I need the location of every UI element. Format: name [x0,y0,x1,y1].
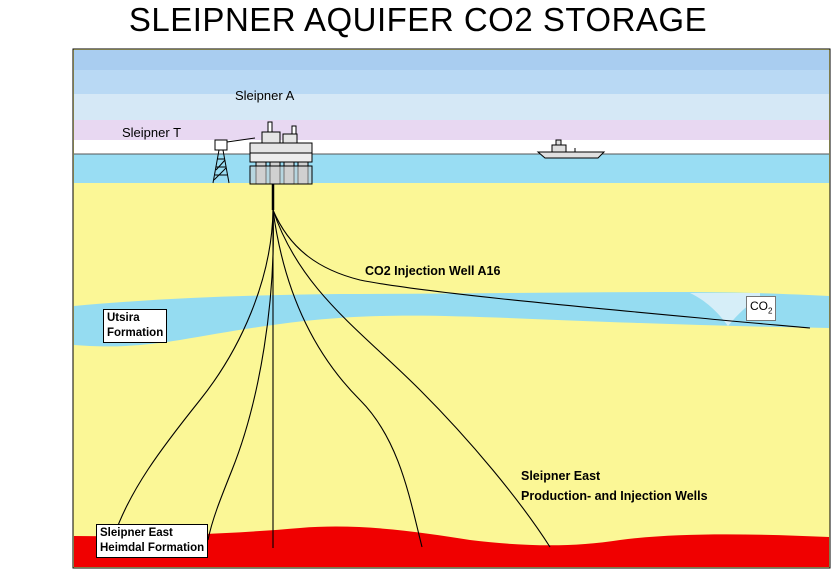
well-1 [113,209,274,537]
sleipner-t-platform [212,137,256,184]
sea-layer [74,154,829,183]
label-sleipner-a: Sleipner A [235,88,295,103]
well-2 [207,209,274,541]
label-heimdal-line2: Heimdal Formation [100,542,205,554]
label-sleipner-t: Sleipner T [122,125,182,140]
label-injection-well: CO2 Injection Well A16 [365,264,501,278]
sky-band-4 [74,120,829,140]
label-east-wells-line1: Sleipner East [521,469,601,483]
sky-band-1 [74,50,829,70]
label-heimdal-formation: Sleipner East Heimdal Formation [96,524,209,558]
co2-plume [690,293,760,326]
page-title: SLEIPNER AQUIFER CO2 STORAGE [128,1,708,38]
label-co2: CO2 [746,296,777,322]
ship-icon [536,139,606,159]
label-utsira-formation: Utsira Formation [103,309,168,343]
utsira-formation [74,292,829,347]
sky-band-2 [74,70,829,94]
sky-band-3 [74,94,829,120]
well-injection-a16 [272,209,811,329]
heimdal-reservoir [74,526,829,567]
label-heimdal-line1: Sleipner East [100,527,173,539]
well-5 [272,209,551,548]
label-east-wells: Sleipner East Production- and Injection … [521,466,708,506]
label-east-wells-line2: Production- and Injection Wells [521,489,708,503]
label-utsira-line2: Formation [107,327,164,339]
well-4 [272,209,423,548]
label-co2-main: CO [750,299,768,313]
well-paths [113,205,811,548]
sky-band-5 [74,140,829,154]
label-utsira-line1: Utsira [107,312,140,324]
sleipner-a-platform [249,121,313,185]
label-co2-subscript: 2 [768,306,773,316]
